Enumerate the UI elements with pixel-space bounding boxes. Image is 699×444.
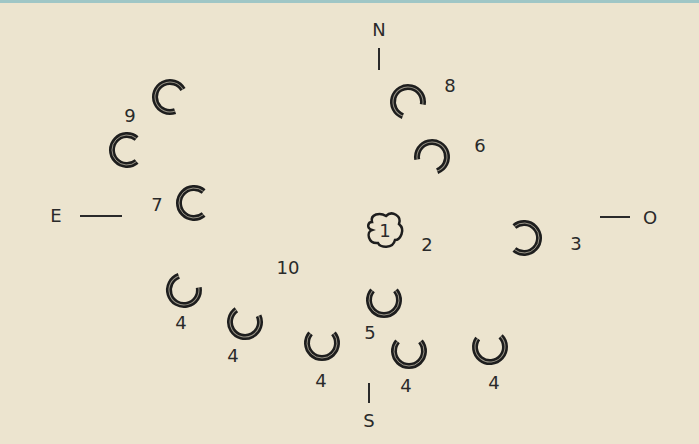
callout-number: E (50, 207, 61, 225)
callout-number: 7 (151, 196, 162, 214)
horseshoe (514, 223, 539, 253)
callout-number: 4 (227, 347, 238, 365)
center-blob (368, 214, 402, 247)
callout-number: 6 (474, 137, 485, 155)
horseshoe (163, 274, 201, 310)
horseshoe (112, 135, 137, 165)
callout-number: 4 (175, 314, 186, 332)
horseshoe (369, 290, 399, 315)
callout-number: 4 (315, 372, 326, 390)
horseshoe (414, 136, 452, 172)
callout-number: 5 (364, 324, 375, 342)
callout-number: 9 (124, 107, 135, 125)
callout-number: N (372, 21, 385, 39)
horseshoe (307, 333, 337, 358)
callout-number: 4 (400, 377, 411, 395)
horseshoe (227, 309, 262, 341)
horseshoe (387, 81, 425, 117)
top-band (0, 0, 699, 3)
callout-number: 10 (277, 259, 300, 277)
callout-number: 1 (379, 222, 390, 240)
west-tick (600, 216, 630, 218)
callout-number: S (363, 412, 374, 430)
callout-number: 4 (488, 374, 499, 392)
south-tick (368, 383, 370, 403)
horseshoe (179, 188, 204, 218)
east-tick (80, 215, 122, 217)
callout-number: 3 (570, 235, 581, 253)
callout-number: 2 (421, 236, 432, 254)
horseshoe (151, 78, 184, 115)
callout-number: 8 (444, 77, 455, 95)
horseshoe (474, 336, 506, 363)
horseshoe (394, 341, 424, 366)
north-tick (378, 48, 380, 70)
callout-number: O (643, 209, 657, 227)
